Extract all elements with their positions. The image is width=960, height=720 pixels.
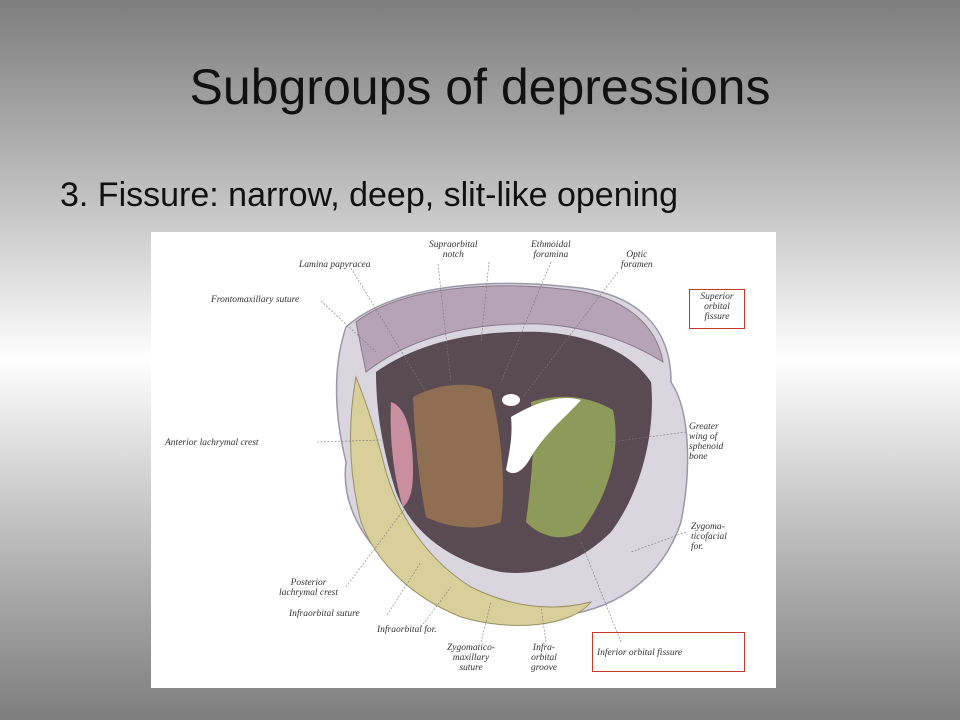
lacrimal-bone (390, 402, 413, 507)
label-anterior-lachrymal-crest: Anterior lachrymal crest (165, 438, 259, 448)
label-lamina-papyracea: Lamina papyracea (299, 260, 371, 270)
label-optic-foramen: Optic foramen (621, 250, 653, 270)
orbit-drawing (316, 261, 689, 643)
label-superior-orbital-fissure: Superior orbital fissure (694, 292, 740, 322)
label-line: Posterior (290, 578, 327, 588)
label-line: suture (459, 663, 483, 673)
label-line: lachrymal crest (279, 588, 339, 598)
label-line: Zygoma- (691, 522, 725, 532)
label-line: ticofacial (691, 532, 727, 542)
label-line: sphenoid (689, 442, 724, 452)
label-line: Ethmoidal (531, 240, 571, 250)
frontal-bone (355, 285, 664, 373)
label-line: groove (531, 663, 558, 673)
leader-lines (316, 261, 687, 643)
label-zygoma: Zygoma- ticofacial for. (691, 522, 727, 552)
superior-orbital-fissure-box (689, 289, 745, 329)
label-inferior-orbital-fissure: Inferior orbital fissure (597, 648, 683, 658)
label-line: for. (691, 542, 704, 552)
maxilla-bone (350, 375, 593, 626)
label-infra-orbital-groove: Infra- orbital groove (531, 643, 557, 673)
label-zygomatico-maxillary-suture: Zygomatico- maxillary suture (447, 643, 495, 673)
label-posterior-lachrymal-crest: Posterior lachrymal crest (279, 578, 338, 598)
label-line: Supraorbital (429, 240, 478, 250)
label-line: foramina (533, 250, 569, 260)
slide-title: Subgroups of depressions (189, 59, 771, 115)
label-line: Greater (689, 422, 719, 432)
label-line: Optic (626, 250, 648, 260)
label-frontomaxillary-suture: Frontomaxillary suture (211, 295, 300, 305)
label-line: maxillary (452, 653, 490, 663)
label-line: notch (442, 250, 464, 260)
label-line: wing of (689, 432, 718, 442)
label-line: bone (689, 452, 708, 462)
superior-orbital-fissure (506, 397, 581, 474)
label-line: orbital (531, 653, 557, 663)
label-line: Superior (700, 292, 734, 302)
label-line: orbital (704, 302, 730, 312)
optic-foramen (502, 394, 520, 406)
label-infraorbital-suture: Infraorbital suture (289, 609, 360, 619)
bullet-fissure: 3. Fissure: narrow, deep, slit-like open… (60, 176, 678, 214)
label-line: Zygomatico- (447, 643, 496, 653)
label-infraorbital-foramen: Infraorbital for. (377, 625, 437, 635)
ethmoid-bone (413, 384, 503, 528)
label-greater-wing: Greater wing of sphenoid bone (689, 422, 723, 462)
label-line: fissure (704, 312, 730, 322)
label-line: foramen (621, 260, 653, 270)
label-supraorbital-notch: Supraorbital notch (429, 240, 478, 260)
label-ethmoidal-foramina: Ethmoidal foramina (531, 240, 571, 260)
inferior-orbital-fissure-box (592, 632, 745, 672)
label-line: Infra- (532, 643, 556, 653)
orbit-illustration: Supraorbital notch Ethmoidal foramina Op… (151, 232, 776, 688)
